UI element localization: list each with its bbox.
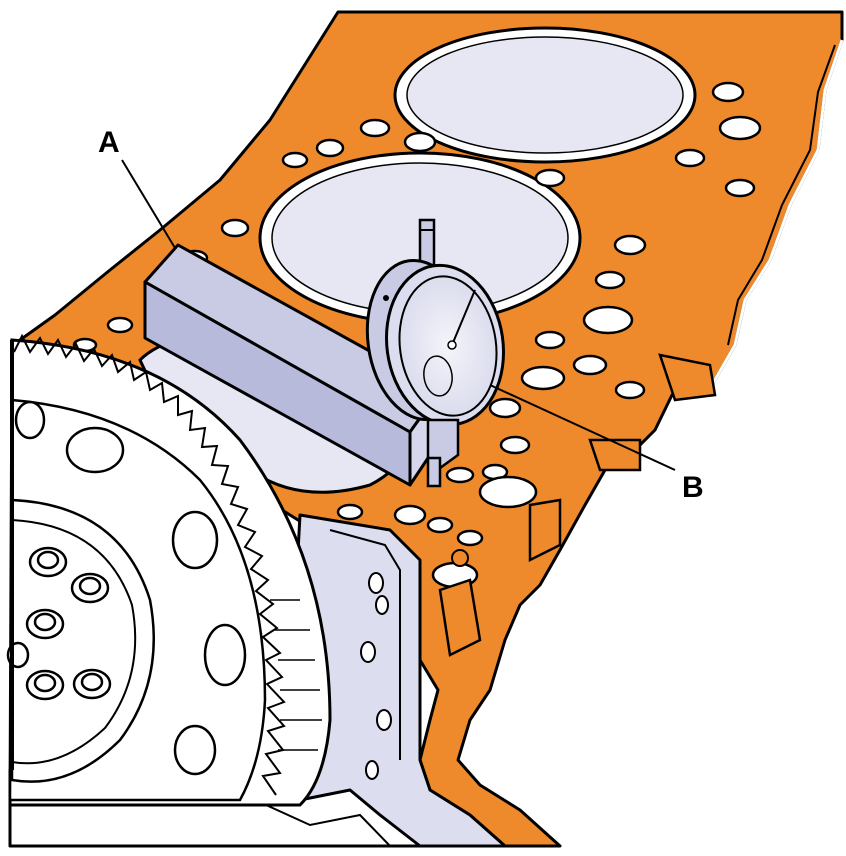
leader-line-a <box>121 159 176 249</box>
hub-bolt <box>25 608 65 640</box>
hub-bolt <box>28 546 68 578</box>
gauge-contact-point <box>426 456 442 488</box>
leader-line-b <box>489 384 676 471</box>
callout-label-b: B <box>682 471 704 504</box>
hub-bolt <box>72 668 112 700</box>
deck-edge <box>710 39 844 386</box>
deck-holes <box>72 81 762 589</box>
gauge-needle <box>451 289 476 346</box>
deck-edge-shadow <box>727 44 836 346</box>
crankshaft-gear <box>6 333 332 807</box>
gauge-lower-stem <box>426 418 460 470</box>
cylinder-bore-rear <box>393 26 697 164</box>
dowel-pin <box>451 549 469 567</box>
gear-lightening-holes <box>14 400 247 776</box>
hub-bolt <box>70 572 110 604</box>
dial-gauge <box>365 218 506 488</box>
callout-label-a: A <box>98 126 120 159</box>
gauge-small-dial <box>423 355 453 397</box>
gear-teeth <box>13 333 286 796</box>
gauge-top-plunger <box>418 218 436 267</box>
block-side-flanges <box>438 353 717 657</box>
timing-case-bolt-holes <box>360 572 392 780</box>
gear-teeth-shading <box>270 599 322 751</box>
hub-bolt <box>25 669 65 701</box>
leader-lines <box>121 159 676 471</box>
